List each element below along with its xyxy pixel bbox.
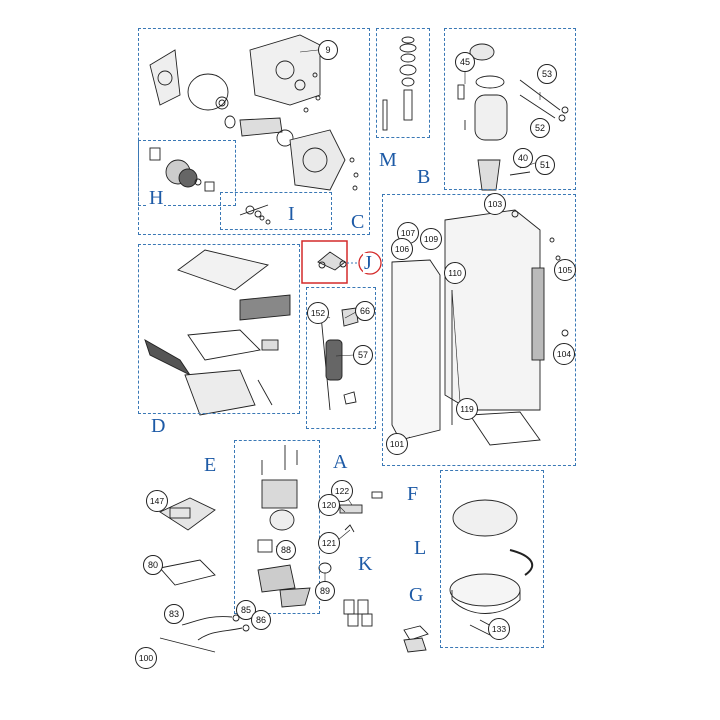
bracket-part-art	[317, 251, 347, 271]
callout-121: 121	[318, 532, 340, 554]
group-label-e: E	[203, 454, 218, 476]
callout-101: 101	[386, 433, 408, 455]
callout-103: 103	[484, 193, 506, 215]
group-label-c: C	[350, 211, 366, 233]
plates-art	[343, 599, 373, 627]
group-label-b: B	[416, 166, 432, 188]
group-label-m: M	[378, 149, 398, 171]
frame-group-d	[138, 244, 300, 414]
frame-group-e	[234, 440, 320, 614]
frame-group-f	[382, 194, 576, 466]
frame-group-l	[440, 470, 544, 648]
callout-83: 83	[164, 604, 184, 624]
callout-106: 106	[391, 238, 413, 260]
callout-80: 80	[143, 555, 163, 575]
callout-88: 88	[276, 540, 296, 560]
group-label-j: J	[363, 252, 373, 274]
cap-art	[403, 625, 429, 653]
callout-147: 147	[146, 490, 168, 512]
callout-89: 89	[315, 581, 335, 601]
callout-109: 109	[420, 228, 442, 250]
group-label-a: A	[332, 451, 349, 473]
group-label-i: I	[287, 203, 296, 225]
callout-133: 133	[488, 618, 510, 640]
highlight-box	[301, 240, 348, 284]
frame-group-a	[306, 287, 376, 429]
callout-9: 9	[318, 40, 338, 60]
callout-52: 52	[530, 118, 550, 138]
callout-40: 40	[513, 148, 533, 168]
callout-100: 100	[135, 647, 157, 669]
callout-53: 53	[537, 64, 557, 84]
callout-152: 152	[307, 302, 329, 324]
callout-45: 45	[455, 52, 475, 72]
callout-110: 110	[444, 262, 466, 284]
group-label-g: G	[408, 584, 425, 606]
group-label-d: D	[150, 415, 167, 437]
callout-57: 57	[353, 345, 373, 365]
callout-119: 119	[456, 398, 478, 420]
callout-51: 51	[535, 155, 555, 175]
group-label-k: K	[357, 553, 374, 575]
frame-group-b	[444, 28, 576, 190]
group-label-h: H	[148, 187, 165, 209]
callout-105: 105	[554, 259, 576, 281]
callout-120: 120	[318, 494, 340, 516]
callout-104: 104	[553, 343, 575, 365]
frame-group-c	[138, 28, 370, 235]
group-label-f: F	[406, 483, 420, 505]
base-plate-art	[159, 559, 216, 586]
callout-66: 66	[355, 301, 375, 321]
frame-group-m	[376, 28, 430, 138]
frame-group-h	[138, 140, 236, 206]
callout-86: 86	[251, 610, 271, 630]
control-board-art	[159, 497, 216, 531]
frame-group-i	[220, 192, 332, 230]
group-label-l: L	[413, 537, 428, 559]
